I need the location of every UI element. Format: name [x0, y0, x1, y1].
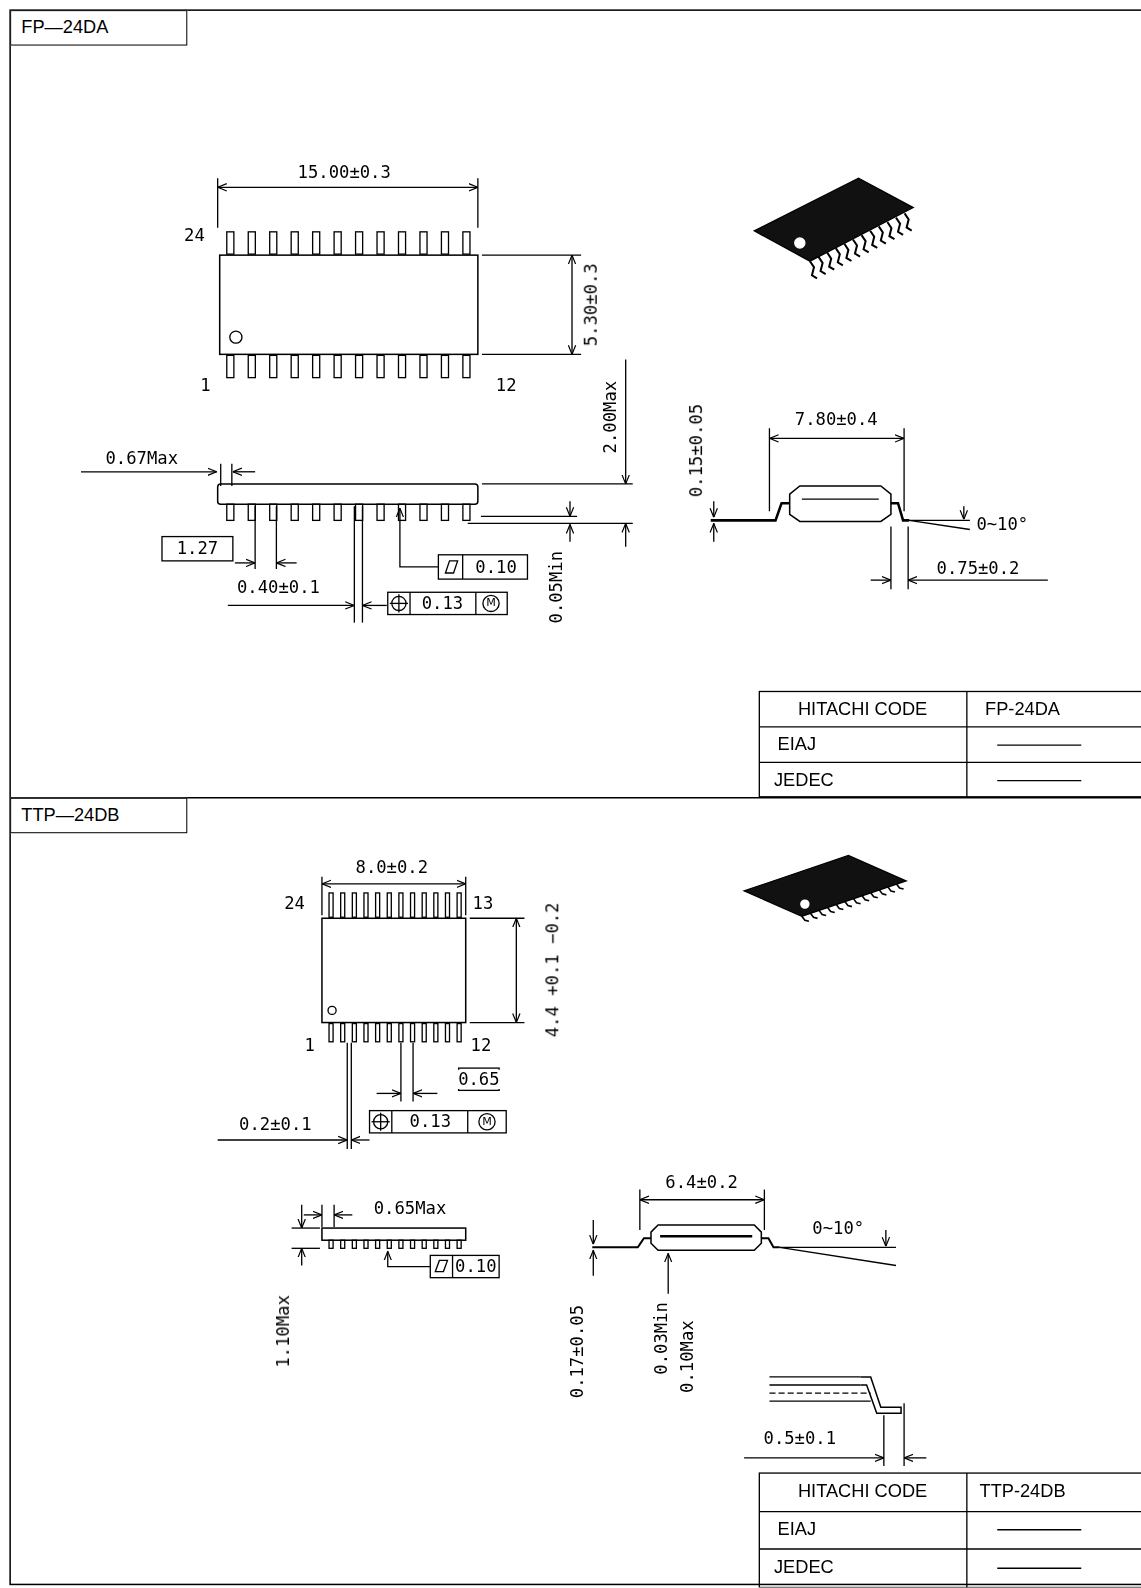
- table-cell: HITACHI CODE: [798, 1482, 927, 1502]
- dimension-label: 0.75±0.2: [936, 559, 1021, 578]
- dimension-label: 0.10: [454, 1257, 497, 1276]
- table-cell: TTP-24DB: [980, 1482, 1066, 1502]
- dimension-label: 13: [472, 894, 495, 913]
- table-cell: EIAJ: [778, 735, 816, 755]
- dimension-label: 0~10°: [811, 1219, 865, 1238]
- dimension-label: 12: [470, 1035, 493, 1054]
- table-cell: JEDEC: [774, 771, 834, 791]
- section-title: FP—24DA: [21, 17, 108, 37]
- dimension-label: 1.27: [176, 539, 219, 558]
- dimension-label: 8.0±0.2: [355, 858, 430, 877]
- dimension-label: 7.80±0.4: [794, 410, 879, 429]
- table-cell: HITACHI CODE: [798, 700, 927, 720]
- dimension-label: 1.10Max: [274, 1294, 293, 1369]
- section-title-tab: TTP—24DB: [10, 798, 187, 833]
- dimension-label: 0.10: [474, 557, 517, 576]
- dimension-label: 0.05Min: [546, 550, 565, 625]
- section-title-tab: FP—24DA: [10, 10, 187, 45]
- dimension-label: 4.4 +0.1 −0.2: [543, 902, 562, 1039]
- dimension-label: 0.65Max: [373, 1198, 448, 1217]
- dimension-label: 0~10°: [975, 515, 1029, 534]
- dimension-label: 0.2±0.1: [238, 1114, 313, 1133]
- dimension-label: 0.5±0.1: [763, 1429, 838, 1448]
- dimension-label: 0.65: [457, 1070, 500, 1089]
- table-cell: FP-24DA: [985, 700, 1060, 720]
- dimension-label: 5.30±0.3: [582, 262, 601, 347]
- modifier-symbol: M: [486, 597, 496, 609]
- dimension-label: 0.40±0.1: [236, 578, 321, 597]
- dimension-label: 0.10Max: [678, 1319, 697, 1394]
- dimension-label: 24: [283, 894, 306, 913]
- modifier-symbol: M: [482, 1116, 492, 1128]
- dimension-label: 1: [304, 1035, 316, 1054]
- dimension-label: 0.13: [409, 1112, 452, 1131]
- dimension-label: 1: [199, 376, 211, 395]
- dimension-label: 0.67Max: [104, 449, 179, 468]
- table-cell: JEDEC: [774, 1558, 834, 1578]
- dimension-label: 0.03Min: [652, 1301, 671, 1376]
- dimension-label: 2.00Max: [601, 380, 620, 455]
- dimension-label: 15.00±0.3: [297, 163, 392, 182]
- dimension-label: 0.15±0.05: [687, 403, 706, 498]
- dimension-label: 0.13: [421, 594, 464, 613]
- dimension-label: 0.17±0.05: [568, 1304, 587, 1399]
- dimension-label: 24: [183, 225, 206, 244]
- dimension-label: 6.4±0.2: [664, 1173, 739, 1192]
- table-cell: EIAJ: [778, 1520, 816, 1540]
- section-title: TTP—24DB: [21, 805, 119, 825]
- dimension-label: 12: [495, 376, 518, 395]
